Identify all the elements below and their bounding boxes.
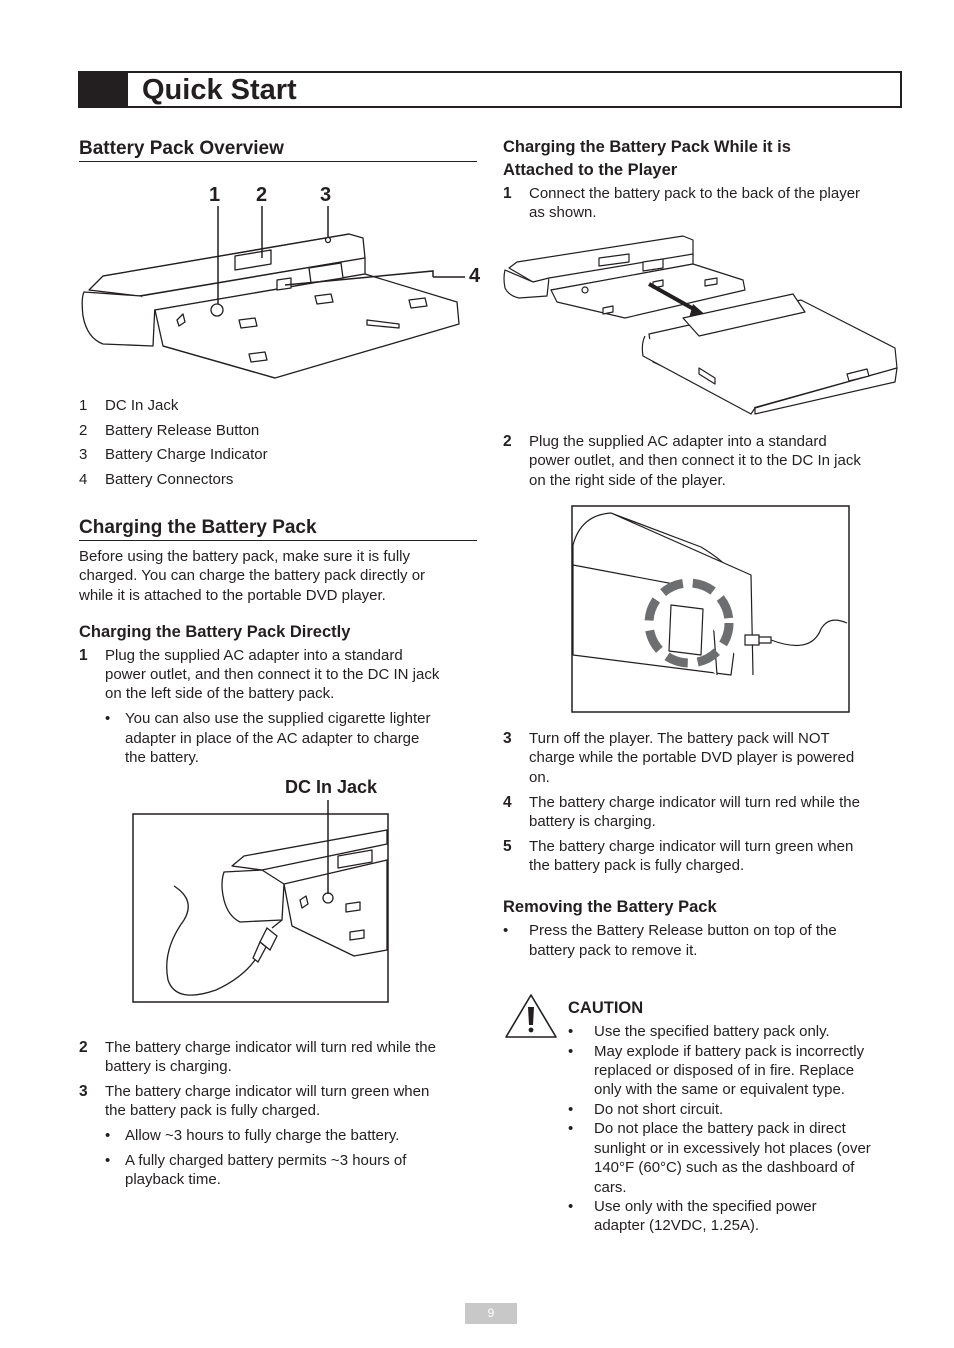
attached-step-3-line-2: charge while the portable DVD player is …	[529, 749, 855, 766]
direct-step-2-number: 2	[79, 1039, 88, 1056]
bullet-char: •	[568, 1101, 574, 1118]
direct-bullet-1-line-2: adapter in place of the AC adapter to ch…	[125, 730, 420, 747]
caution-item-4-line-3: 140°F (60°C) such as the dashboard of	[594, 1159, 855, 1176]
caution-item-5-line-2: adapter (12VDC, 1.25A).	[594, 1217, 760, 1234]
direct-step-1-line-3: on the left side of the battery pack.	[105, 685, 335, 702]
charging-intro-line-2: charged. You can charge the battery pack…	[79, 567, 426, 584]
bullet-char: •	[568, 1198, 574, 1215]
direct-bullet-1-line-3: the battery.	[125, 749, 199, 766]
caution-item-2-line-1: May explode if battery pack is incorrect…	[594, 1043, 865, 1060]
attached-step-5-number: 5	[503, 838, 512, 855]
page-number: 9	[465, 1303, 517, 1324]
attached-heading-line-1: Charging the Battery Pack While it is	[503, 138, 791, 156]
attached-step-2-line-2: power outlet, and then connect it to the…	[529, 452, 861, 469]
attached-step-1-number: 1	[503, 185, 512, 202]
legend-item-3: Battery Charge Indicator	[105, 446, 268, 463]
charging-intro-line-3: while it is attached to the portable DVD…	[79, 587, 386, 604]
direct-step-2-line-1: The battery charge indicator will turn r…	[105, 1039, 436, 1056]
attached-step-4-line-1: The battery charge indicator will turn r…	[529, 794, 860, 811]
caution-item-2-line-2: replaced or disposed of in fire. Replace	[594, 1062, 855, 1079]
bullet-char: •	[105, 710, 111, 727]
legend-num-3: 3	[79, 446, 88, 463]
removing-bullet-line-1: Press the Battery Release button on top …	[529, 922, 837, 939]
direct-step-3-number: 3	[79, 1083, 88, 1100]
attached-step-4-number: 4	[503, 794, 512, 811]
legend-num-2: 2	[79, 422, 88, 439]
direct-bullet-3-line-1: A fully charged battery permits ~3 hours…	[125, 1152, 407, 1169]
direct-step-1-line-2: power outlet, and then connect it to the…	[105, 666, 440, 683]
caution-item-5-line-1: Use only with the specified power	[594, 1198, 817, 1215]
bullet-char: •	[568, 1043, 574, 1060]
attached-step-5-line-2: the battery pack is fully charged.	[529, 857, 745, 874]
direct-bullet-3-line-2: playback time.	[125, 1171, 221, 1188]
player-dc-jack-figure	[571, 505, 850, 713]
legend-item-1: DC In Jack	[105, 397, 179, 414]
bullet-char: •	[503, 922, 509, 939]
bullet-char: •	[105, 1152, 111, 1169]
caution-item-4-line-4: cars.	[594, 1179, 627, 1196]
callout-4: 4	[469, 265, 481, 287]
direct-step-3-line-2: the battery pack is fully charged.	[105, 1102, 321, 1119]
removing-bullet-line-2: battery pack to remove it.	[529, 942, 698, 959]
page-title: Quick Start	[142, 74, 297, 106]
legend-item-2: Battery Release Button	[105, 422, 260, 439]
callout-3: 3	[320, 184, 332, 206]
dc-in-jack-figure	[132, 800, 389, 1003]
charging-rule	[79, 540, 477, 541]
charging-heading: Charging the Battery Pack	[79, 517, 317, 538]
bullet-char: •	[568, 1023, 574, 1040]
warning-icon	[505, 994, 557, 1038]
attached-step-2-line-1: Plug the supplied AC adapter into a stan…	[529, 433, 827, 450]
removing-heading: Removing the Battery Pack	[503, 898, 717, 916]
legend-num-1: 1	[79, 397, 88, 414]
legend-item-4: Battery Connectors	[105, 471, 234, 488]
attached-step-2-number: 2	[503, 433, 512, 450]
attached-step-3-number: 3	[503, 730, 512, 747]
callout-1: 1	[209, 184, 221, 206]
caution-item-2-line-3: only with the same or equivalent type.	[594, 1081, 845, 1098]
caution-item-3-line-1: Do not short circuit.	[594, 1101, 724, 1118]
overview-rule	[79, 161, 477, 162]
attached-step-1-line-1: Connect the battery pack to the back of …	[529, 185, 861, 202]
attached-step-2-line-3: on the right side of the player.	[529, 472, 726, 489]
attached-heading-line-2: Attached to the Player	[503, 161, 678, 179]
overview-heading: Battery Pack Overview	[79, 138, 284, 159]
direct-bullet-2-line-1: Allow ~3 hours to fully charge the batte…	[125, 1127, 400, 1144]
section-header: Quick Start	[78, 71, 902, 108]
callout-2: 2	[256, 184, 268, 206]
battery-overview-figure	[81, 206, 465, 379]
attached-step-3-line-1: Turn off the player. The battery pack wi…	[529, 730, 830, 747]
caution-item-4-line-1: Do not place the battery pack in direct	[594, 1120, 846, 1137]
dc-in-jack-label: DC In Jack	[285, 777, 378, 797]
attached-step-3-line-3: on.	[529, 769, 550, 786]
direct-bullet-1-line-1: You can also use the supplied cigarette …	[125, 710, 431, 727]
attached-step-5-line-1: The battery charge indicator will turn g…	[529, 838, 854, 855]
legend-num-4: 4	[79, 471, 88, 488]
caution-item-1-line-1: Use the specified battery pack only.	[594, 1023, 830, 1040]
direct-step-2-line-2: battery is charging.	[105, 1058, 232, 1075]
caution-item-4-line-2: sunlight or in excessively hot places (o…	[594, 1140, 871, 1157]
caution-title: CAUTION	[568, 999, 644, 1017]
bullet-char: •	[105, 1127, 111, 1144]
direct-step-1-line-1: Plug the supplied AC adapter into a stan…	[105, 647, 403, 664]
attached-step-4-line-2: battery is charging.	[529, 813, 656, 830]
bullet-char: •	[568, 1120, 574, 1137]
attach-battery-figure	[503, 235, 898, 415]
attached-step-1-line-2: as shown.	[529, 204, 597, 221]
charging-directly-heading: Charging the Battery Pack Directly	[79, 623, 351, 641]
direct-step-3-line-1: The battery charge indicator will turn g…	[105, 1083, 430, 1100]
charging-intro-line-1: Before using the battery pack, make sure…	[79, 548, 410, 565]
header-block	[80, 73, 128, 106]
direct-step-1-number: 1	[79, 647, 88, 664]
